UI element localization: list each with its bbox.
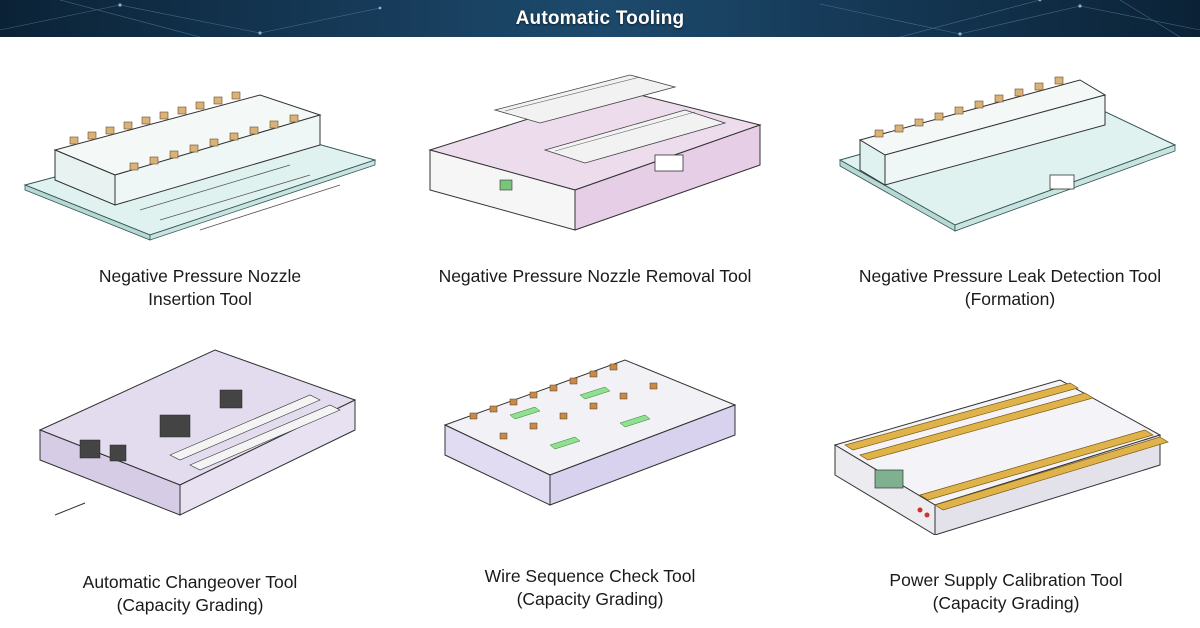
tool-card-wire-sequence-check: Wire Sequence Check Tool (Capacity Gradi…	[430, 345, 750, 620]
network-background-graphic	[0, 0, 1200, 37]
tool-name: Power Supply Calibration Tool	[889, 570, 1123, 590]
tool-subtitle: (Formation)	[964, 289, 1056, 309]
tool-caption: Negative Pressure Leak Detection Tool (F…	[830, 265, 1190, 311]
leak-detection-tool-illustration	[838, 76, 1177, 232]
automatic-changeover-tool-illustration	[38, 349, 357, 516]
tool-card-nozzle-removal: Negative Pressure Nozzle Removal Tool	[415, 55, 775, 315]
tool-caption: Automatic Changeover Tool (Capacity Grad…	[20, 571, 360, 617]
tool-caption: Power Supply Calibration Tool (Capacity …	[830, 569, 1182, 615]
tool-subtitle: (Capacity Grading)	[516, 589, 664, 609]
page-title: Automatic Tooling	[515, 8, 685, 29]
tool-card-power-supply-calibration: Power Supply Calibration Tool (Capacity …	[830, 345, 1190, 620]
tool-subtitle: Insertion Tool	[148, 289, 252, 309]
nozzle-insertion-tool-illustration	[23, 91, 377, 241]
tool-name: Wire Sequence Check Tool	[484, 566, 696, 586]
tool-caption: Wire Sequence Check Tool (Capacity Gradi…	[430, 565, 750, 611]
tool-card-leak-detection: Negative Pressure Leak Detection Tool (F…	[830, 55, 1190, 315]
nozzle-removal-tool-illustration	[428, 74, 762, 231]
power-supply-calibration-tool-illustration	[833, 379, 1169, 535]
tool-caption: Negative Pressure Nozzle Insertion Tool	[20, 265, 380, 311]
tool-caption: Negative Pressure Nozzle Removal Tool	[415, 265, 775, 288]
tool-name: Negative Pressure Leak Detection Tool	[858, 266, 1162, 286]
tool-name: Automatic Changeover Tool	[82, 572, 298, 592]
wire-sequence-check-tool-illustration	[443, 359, 737, 506]
tool-name: Negative Pressure Nozzle Removal Tool	[438, 266, 752, 286]
page-header: Automatic Tooling	[0, 0, 1200, 37]
tool-subtitle: (Capacity Grading)	[116, 595, 264, 615]
tool-card-nozzle-insertion: Negative Pressure Nozzle Insertion Tool	[20, 55, 380, 315]
tool-subtitle: (Capacity Grading)	[932, 593, 1080, 613]
tool-card-automatic-changeover: Automatic Changeover Tool (Capacity Grad…	[20, 345, 380, 620]
tool-name: Negative Pressure Nozzle	[98, 266, 302, 286]
